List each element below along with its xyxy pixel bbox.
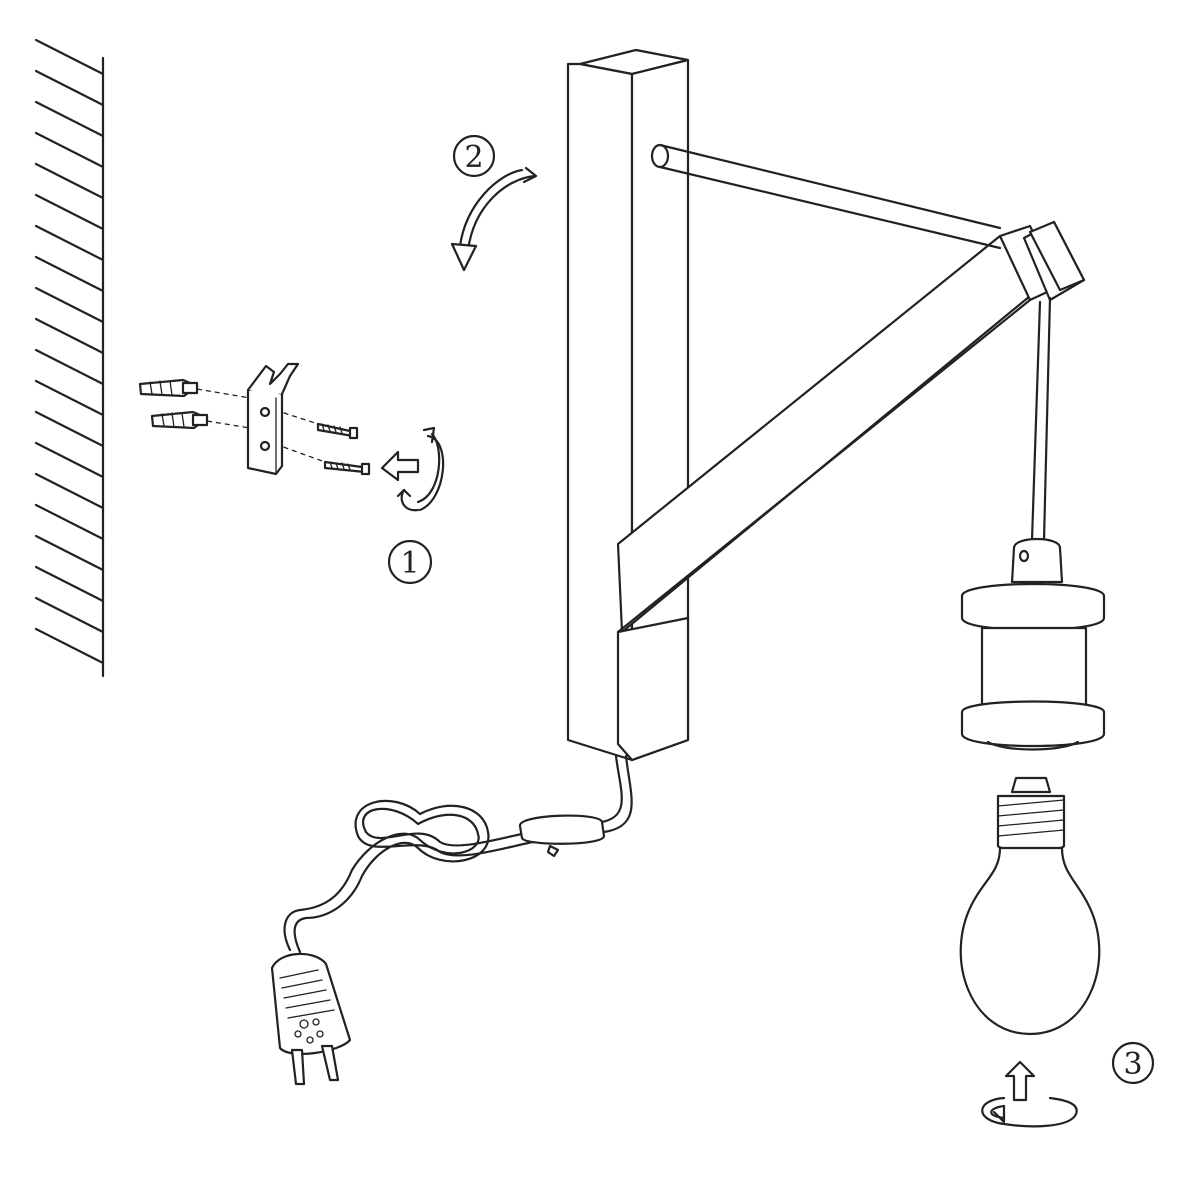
- wall: [34, 38, 105, 678]
- hatch-line: [34, 317, 105, 355]
- step-3-number: 3: [1123, 1047, 1142, 1082]
- beam-joint: [616, 616, 690, 762]
- hatch-line: [34, 348, 105, 386]
- hatch-line: [34, 379, 105, 417]
- hatch-line: [34, 69, 105, 107]
- wall-mount-hardware: [138, 362, 445, 512]
- screw-bottom: [323, 460, 371, 476]
- push-arrow-icon: [380, 450, 420, 482]
- hatch-line: [34, 224, 105, 262]
- hatch-line: [34, 565, 105, 603]
- plug-pin: [320, 1044, 340, 1082]
- pendant-cord: [1030, 296, 1052, 542]
- guide-line: [274, 409, 319, 425]
- light-bulb: [959, 776, 1101, 1128]
- step-3-label: 3: [1111, 1041, 1155, 1085]
- inline-switch: [518, 814, 606, 858]
- step-1-label: 1: [387, 539, 433, 585]
- mounting-bracket: [246, 362, 300, 476]
- hatch-line: [34, 472, 105, 510]
- hatch-line: [34, 627, 105, 665]
- power-plug: [270, 952, 352, 1086]
- hatch-line: [34, 100, 105, 138]
- hatch-line: [34, 441, 105, 479]
- hatch-line: [34, 38, 105, 76]
- bracket-hole: [259, 406, 271, 418]
- hatch-line: [34, 162, 105, 200]
- guide-line: [196, 388, 251, 399]
- hatch-line: [34, 255, 105, 293]
- step-2-number: 2: [464, 140, 483, 175]
- rotate-arrow-icon: [396, 426, 445, 512]
- guide-line: [206, 420, 251, 429]
- wall-hatching: [34, 38, 105, 665]
- screw-top: [316, 422, 359, 440]
- hatch-line: [34, 596, 105, 634]
- plug-pin: [290, 1048, 306, 1086]
- hatch-line: [34, 534, 105, 572]
- step-2-label: 2: [452, 134, 496, 178]
- support-rod: [650, 143, 1002, 250]
- lamp-socket: [960, 538, 1106, 751]
- wall-arm: [566, 48, 1086, 762]
- hatch-line: [34, 286, 105, 324]
- post-front-face: [566, 62, 634, 762]
- wall-plug-top: [138, 378, 199, 398]
- twist-arrow-icon: [981, 1096, 1078, 1128]
- hatch-line: [34, 131, 105, 169]
- step-1-number: 1: [400, 546, 419, 581]
- hatch-line: [34, 503, 105, 541]
- power-cord: [283, 754, 633, 954]
- hatch-line: [34, 410, 105, 448]
- hang-arrow-icon: [450, 166, 538, 272]
- wall-plug-bottom: [150, 410, 209, 430]
- hatch-line: [34, 193, 105, 231]
- insert-arrow-icon: [1004, 1060, 1036, 1102]
- bracket-hole: [259, 440, 271, 452]
